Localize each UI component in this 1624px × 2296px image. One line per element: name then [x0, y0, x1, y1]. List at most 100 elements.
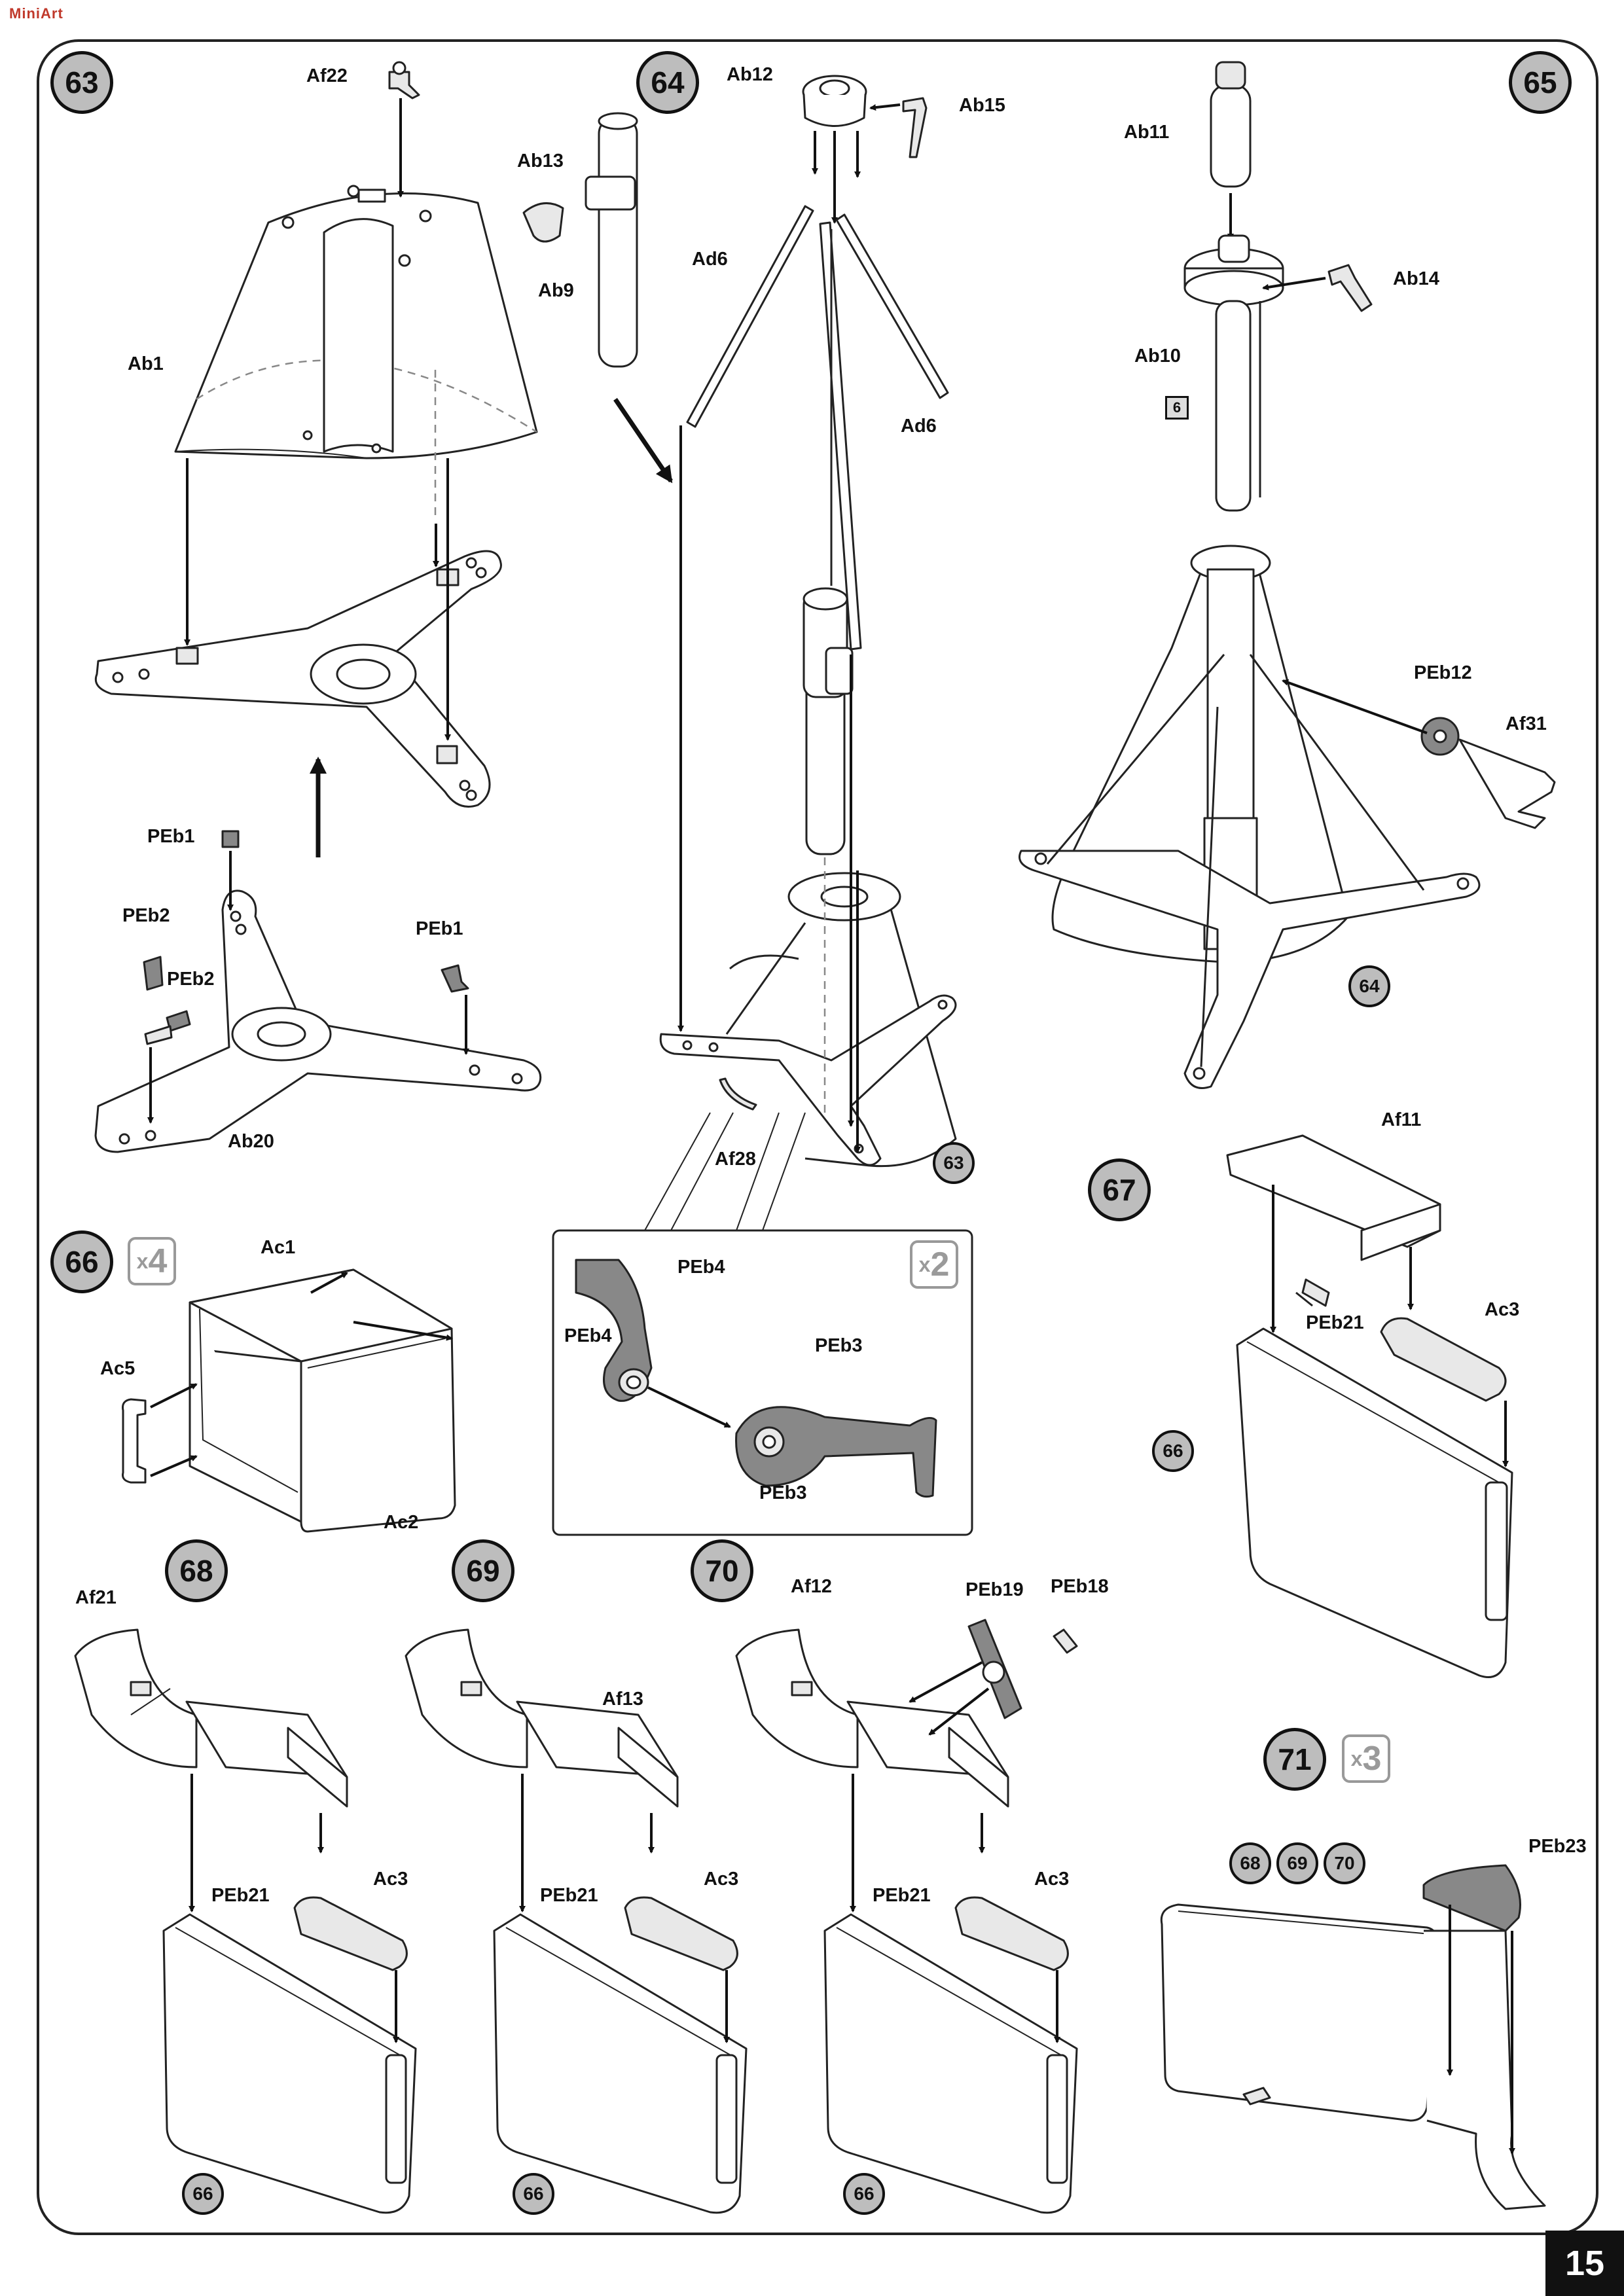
case-stack [1160, 1903, 1438, 2122]
label-ad6: Ad6 [692, 249, 728, 270]
label-ac3: Ac3 [1485, 1299, 1520, 1320]
label-peb21: PEb21 [1306, 1312, 1364, 1333]
part-peb1-a [221, 830, 240, 848]
step-65-art [1019, 61, 1556, 1089]
label-peb4: PEb4 [564, 1325, 612, 1346]
step-66-art [122, 1268, 456, 1533]
label-peb3: PEb3 [759, 1482, 807, 1503]
label-peb4: PEb4 [677, 1257, 725, 1278]
step-64-art [522, 75, 957, 1231]
part-ab11 [1210, 84, 1252, 188]
step-69-badge: 69 [452, 1539, 514, 1602]
step-66-badge: 66 [50, 1230, 113, 1293]
label-af28: Af28 [715, 1149, 756, 1170]
label-ac5: Ac5 [100, 1358, 135, 1379]
plate-peb23 [1422, 1864, 1521, 1932]
part-number-box: 6 [1165, 396, 1189, 420]
leg-ad6-b [835, 213, 949, 399]
label-ab10: Ab10 [1134, 346, 1181, 367]
label-ab11: Ab11 [1124, 122, 1170, 143]
label-peb21: PEb21 [540, 1885, 598, 1906]
part-peb1-b [441, 964, 469, 993]
multiplier-prefix: x [918, 1252, 931, 1276]
ref-step-68: 68 [1229, 1842, 1271, 1884]
label-peb3: PEb3 [815, 1335, 863, 1356]
label-af12: Af12 [791, 1576, 832, 1597]
detail-box-art [552, 1229, 973, 1536]
clip-af22 [388, 71, 420, 99]
label-peb12: PEb12 [1414, 662, 1472, 683]
step-67-badge: 67 [1088, 1158, 1151, 1221]
step-63-badge: 63 [50, 51, 113, 114]
ref-step-69: 69 [1276, 1842, 1318, 1884]
tripod-base-assembled [94, 550, 502, 808]
bracket-peb3 [735, 1406, 937, 1498]
step-71-art [1160, 1864, 1546, 2210]
ref-step-66: 66 [182, 2173, 224, 2215]
label-ac3: Ac3 [704, 1869, 739, 1890]
wire-af28 [719, 1077, 757, 1111]
part-peb18 [1053, 1628, 1078, 1654]
handle-ab14 [1327, 264, 1373, 312]
multiplier-value: 3 [1362, 1740, 1382, 1778]
tube-ab10 [1215, 300, 1252, 512]
step-64-badge: 64 [636, 51, 699, 114]
crank-af31 [1458, 738, 1556, 829]
label-ab1: Ab1 [128, 353, 164, 374]
label-ac3: Ac3 [1034, 1869, 1070, 1890]
label-peb19: PEb19 [965, 1579, 1024, 1600]
step-70-badge: 70 [691, 1539, 753, 1602]
label-peb2: PEb2 [122, 905, 170, 926]
step-68-art [74, 1628, 417, 2214]
ref-step-66: 66 [843, 2173, 885, 2215]
step-63-art [94, 61, 542, 1153]
label-peb21: PEb21 [873, 1885, 931, 1906]
publisher-logo: MiniArt [9, 5, 63, 22]
label-af11: Af11 [1381, 1109, 1422, 1130]
step-68-badge: 68 [165, 1539, 228, 1602]
multiplier-prefix: x [1350, 1746, 1363, 1770]
cone-guard-ab1 [174, 185, 538, 517]
bracket-peb4 [575, 1259, 653, 1402]
ref-step-70: 70 [1324, 1842, 1365, 1884]
label-peb1: PEb1 [416, 918, 463, 939]
step-65-badge: 65 [1509, 51, 1572, 114]
label-peb2: PEb2 [167, 969, 215, 990]
tripod-base-ab20 [94, 889, 542, 1153]
label-ab15: Ab15 [959, 95, 1005, 116]
label-peb21: PEb21 [211, 1885, 270, 1906]
box-ac1 [189, 1268, 453, 1363]
tube-ab9 [598, 117, 638, 368]
label-ac3: Ac3 [373, 1869, 408, 1890]
page-number: 15 [1545, 2231, 1624, 2296]
ref-step-66: 66 [513, 2173, 554, 2215]
handle-ab15 [902, 97, 928, 158]
handle-ac5 [122, 1398, 147, 1484]
part-peb2-a [143, 956, 164, 991]
label-ab20: Ab20 [228, 1131, 274, 1152]
knob-ab13 [522, 202, 564, 243]
label-ac1: Ac1 [261, 1237, 296, 1258]
ref-step-64: 64 [1348, 965, 1390, 1007]
label-af13: Af13 [602, 1689, 643, 1710]
label-ad6: Ad6 [901, 416, 937, 437]
label-af21: Af21 [75, 1587, 117, 1608]
label-ac2: Ac2 [384, 1512, 419, 1533]
ref-step-63: 63 [933, 1142, 975, 1184]
page-frame [37, 39, 1598, 2235]
multiplier-value: 4 [148, 1242, 168, 1280]
label-af22: Af22 [306, 65, 348, 86]
multiplier-value: 2 [930, 1246, 950, 1283]
case-66 [1236, 1327, 1513, 1678]
step-67-art [1226, 1134, 1513, 1678]
step-71-badge: 71 [1263, 1728, 1326, 1791]
leg-ad6-a [686, 205, 814, 428]
label-ab14: Ab14 [1393, 268, 1439, 289]
label-peb23: PEb23 [1528, 1836, 1587, 1857]
label-peb18: PEb18 [1051, 1576, 1109, 1597]
label-ab9: Ab9 [538, 280, 574, 301]
